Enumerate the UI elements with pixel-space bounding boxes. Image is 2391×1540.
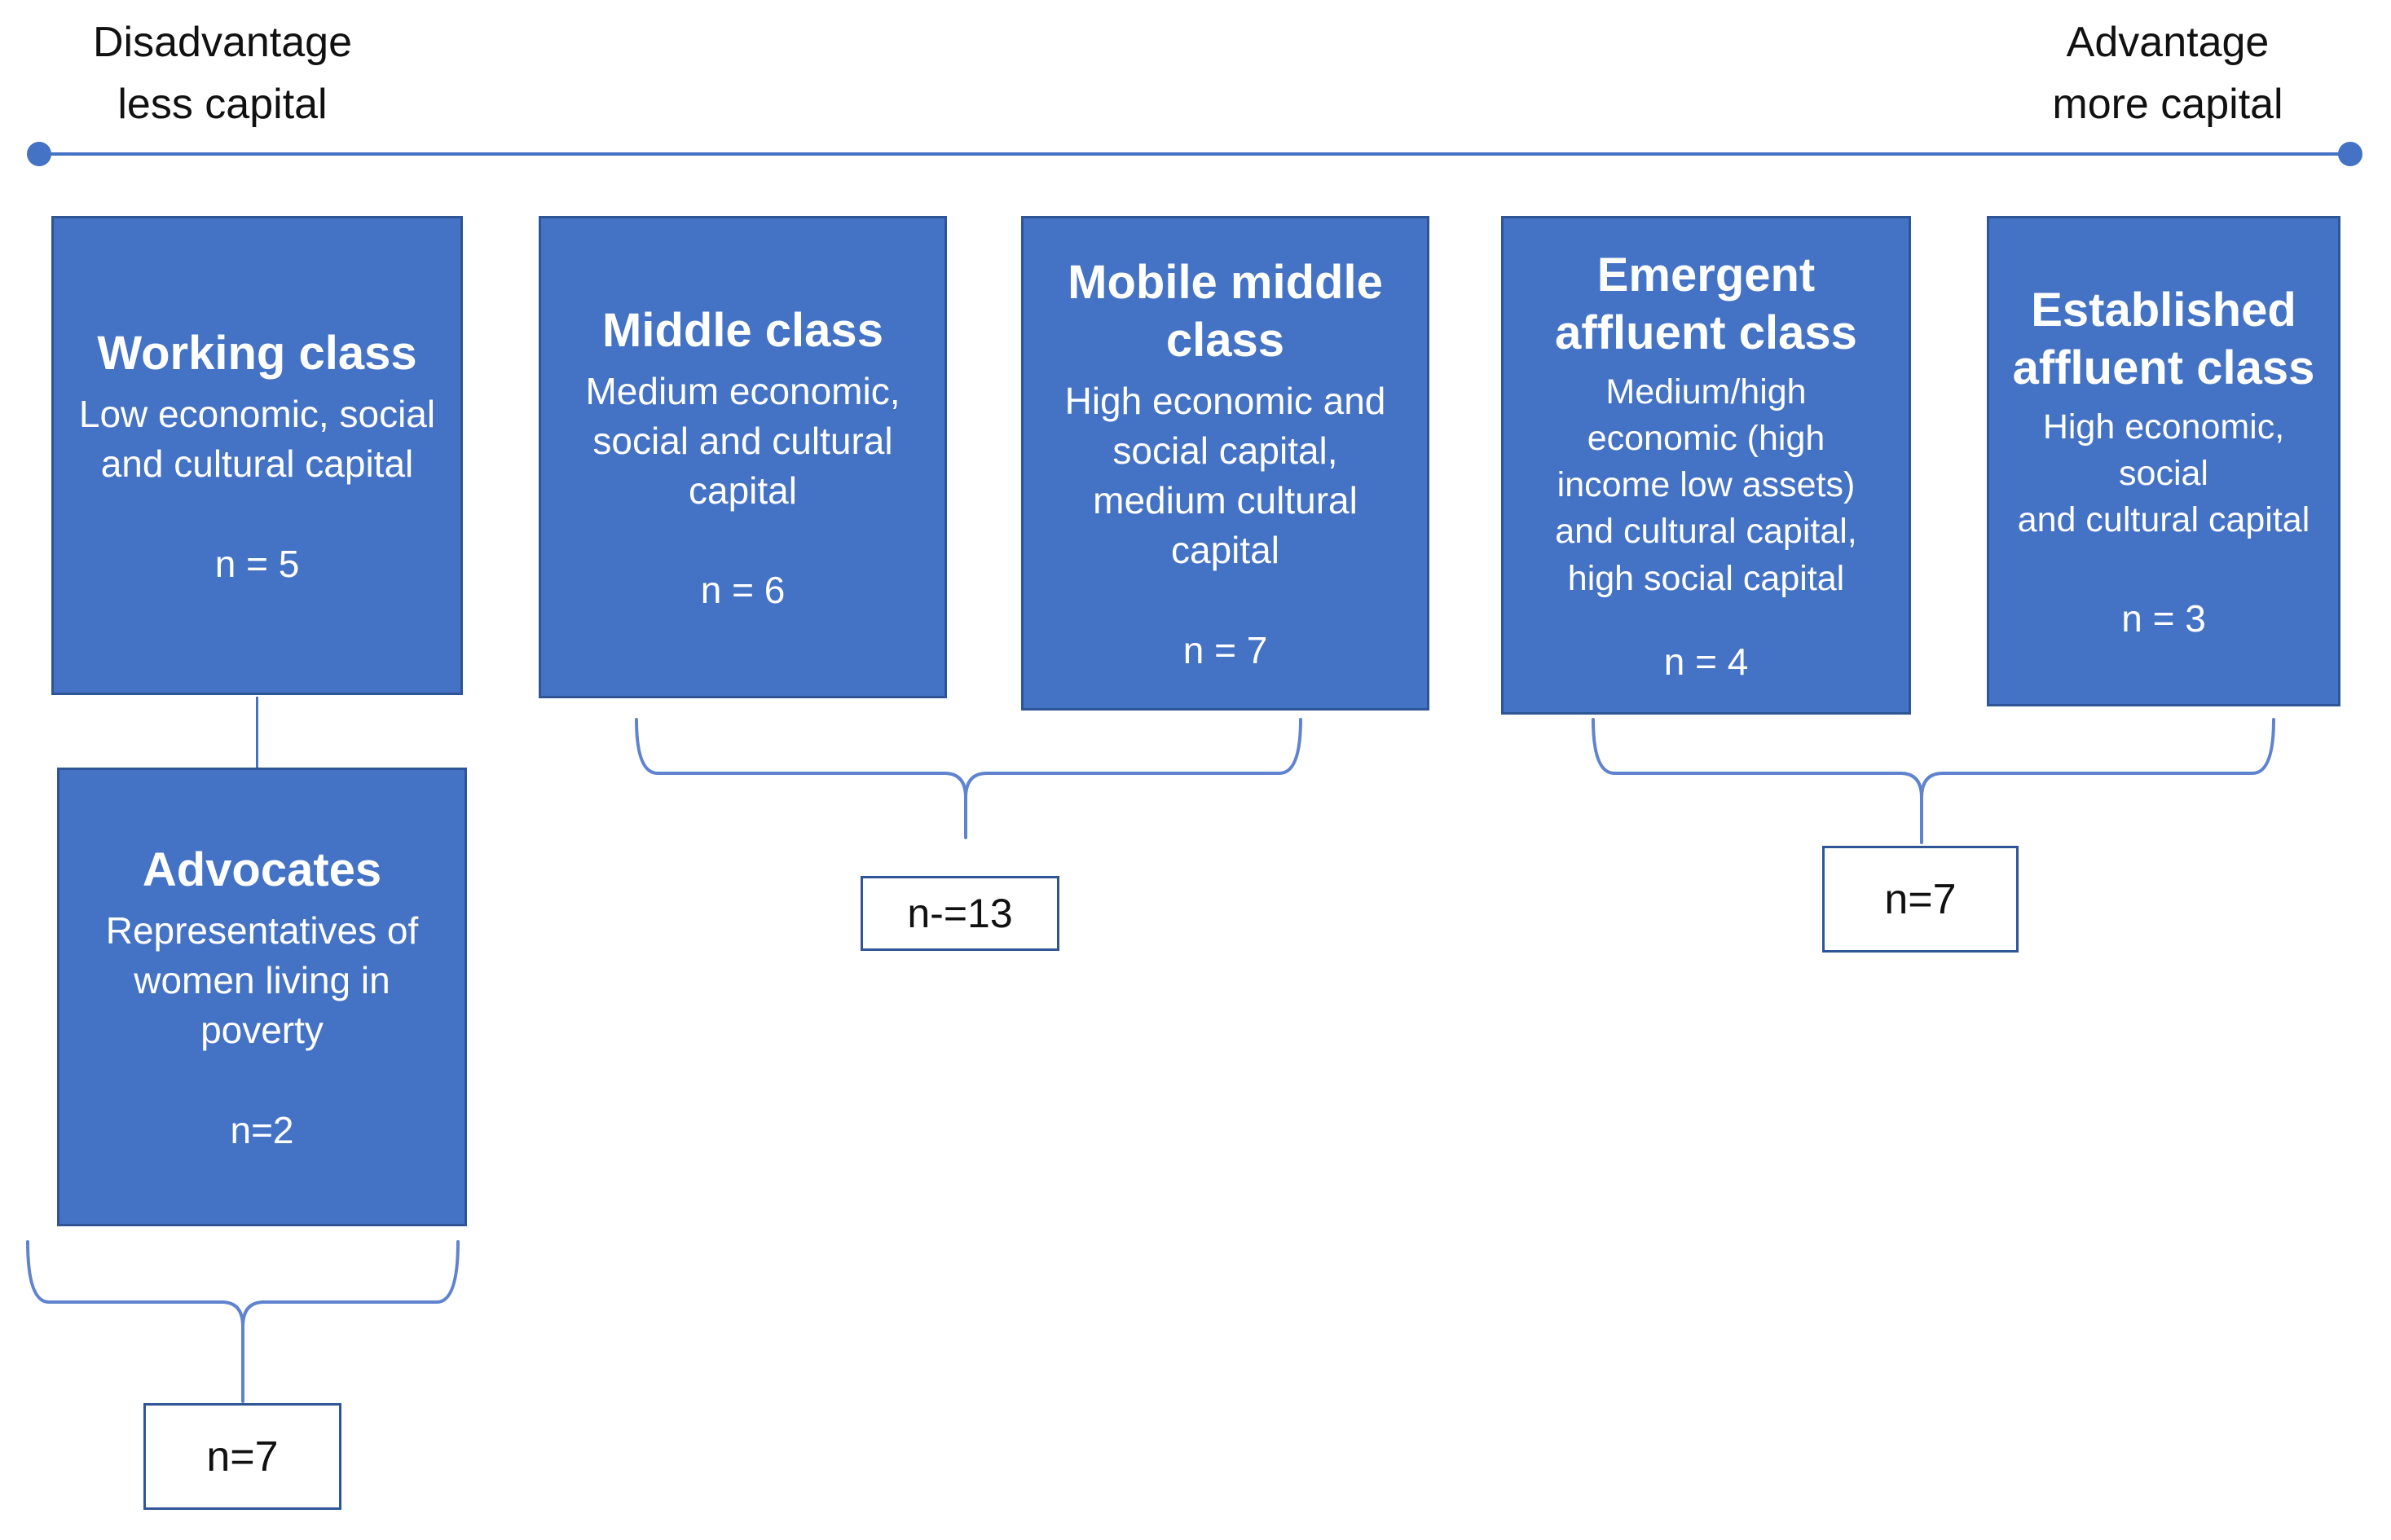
brace-emergent-and-established bbox=[1592, 718, 2275, 844]
brace-middle-and-mobile bbox=[635, 718, 1302, 839]
total-box-working-advocates: n=7 bbox=[143, 1403, 341, 1510]
class-box-title: Advocates bbox=[142, 843, 382, 897]
class-box-title: Working class bbox=[97, 327, 417, 381]
total-count-label: n=7 bbox=[1884, 875, 1957, 923]
total-count-label: n-=13 bbox=[907, 891, 1013, 936]
capital-axis-line bbox=[39, 152, 2350, 156]
class-box-mobile-middle: Mobile middle class High economic and so… bbox=[1021, 216, 1429, 711]
brace-working-and-advocates bbox=[26, 1240, 460, 1403]
disadvantage-label: Disadvantage less capital bbox=[93, 19, 352, 129]
advantage-label: Advantage more capital bbox=[2052, 19, 2283, 129]
class-box-count: n = 4 bbox=[1663, 640, 1749, 683]
axis-endpoint-dot-right bbox=[2338, 142, 2362, 166]
class-box-count: n = 5 bbox=[214, 542, 300, 585]
class-box-description: High economic and social capital, medium… bbox=[1064, 379, 1386, 572]
total-box-affluent-classes: n=7 bbox=[1822, 846, 2019, 953]
class-box-count: n = 6 bbox=[700, 569, 786, 612]
class-box-title: Established affluent class bbox=[2012, 284, 2315, 395]
class-box-count: n = 3 bbox=[2121, 596, 2206, 640]
class-box-description: Medium/high economic (high income low as… bbox=[1555, 372, 1857, 598]
working-to-advocates-connector bbox=[256, 697, 258, 768]
class-box-description: Representatives of women living in pover… bbox=[105, 909, 419, 1052]
class-box-emergent-affluent: Emergent affluent class Medium/high econ… bbox=[1501, 216, 1911, 715]
class-box-middle: Middle class Medium economic, social and… bbox=[539, 216, 947, 698]
class-box-description: Low economic, social and cultural capita… bbox=[78, 393, 436, 486]
class-box-established-affluent: Established affluent class High economic… bbox=[1987, 216, 2340, 706]
class-box-count: n = 7 bbox=[1182, 628, 1268, 671]
total-count-label: n=7 bbox=[206, 1432, 279, 1481]
class-box-description: High economic, social and cultural capit… bbox=[2017, 407, 2310, 540]
total-box-middle-classes: n-=13 bbox=[861, 876, 1059, 951]
class-box-count: n=2 bbox=[230, 1108, 294, 1151]
class-box-title: Emergent affluent class bbox=[1555, 249, 1857, 360]
class-box-description: Medium economic, social and cultural cap… bbox=[585, 369, 900, 512]
axis-endpoint-dot-left bbox=[27, 142, 51, 166]
class-box-title: Mobile middle class bbox=[1068, 256, 1383, 367]
class-box-title: Middle class bbox=[602, 303, 883, 357]
class-box-working: Working class Low economic, social and c… bbox=[51, 216, 463, 695]
class-box-advocates: Advocates Representatives of women livin… bbox=[57, 768, 467, 1226]
